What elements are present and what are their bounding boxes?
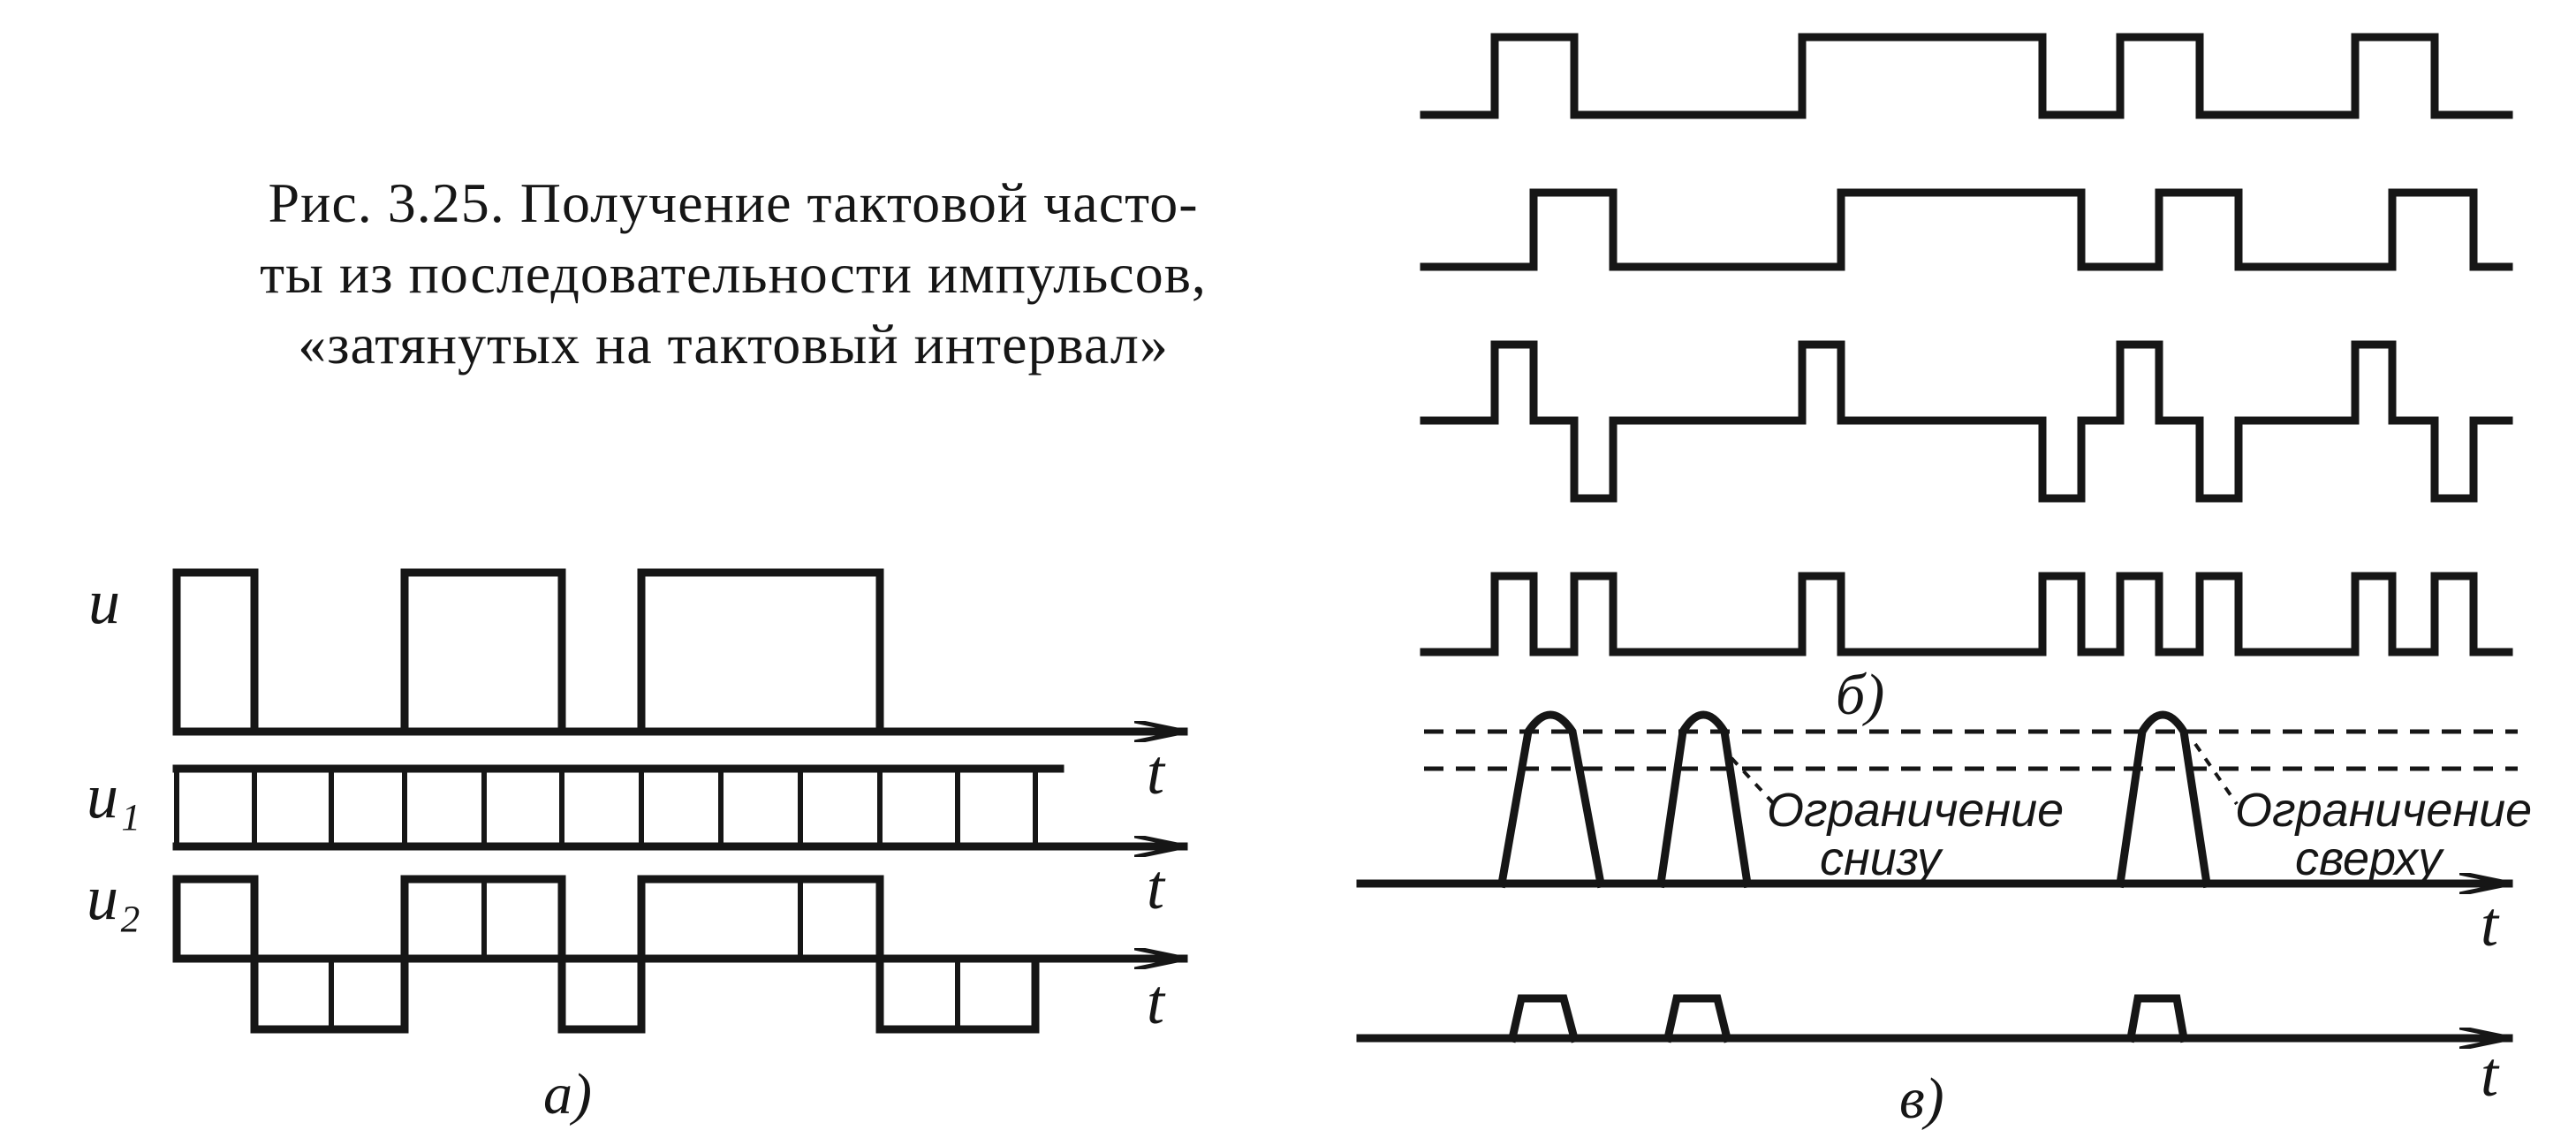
signal-u-label: u (88, 566, 120, 637)
lower-limit-leader (1730, 756, 1777, 808)
upper-limit-leader (2193, 742, 2239, 806)
v-pulses (1496, 710, 2212, 889)
signal-u1-label: u₁ (87, 761, 140, 831)
panel-b: б) (1420, 33, 2513, 727)
panel-a-label: а) (543, 1062, 592, 1127)
panel-a: u t u₁ t u₂ t а) (87, 566, 1188, 1127)
note-upper-line-2: сверху (2295, 832, 2444, 885)
signal-u2-label: u₂ (87, 862, 140, 933)
signal-u1-clock-grid (172, 764, 1064, 846)
v-axis-t-label-2: t (2481, 1039, 2500, 1110)
u1-axis-t-label: t (1147, 852, 1166, 922)
figure-caption: Рис. 3.25. Получение тактовой часто- ты … (177, 168, 1290, 380)
caption-line-1: Рис. 3.25. Получение тактовой часто- (268, 171, 1199, 234)
b-wave-1 (1420, 33, 2513, 119)
panel-b-label: б) (1836, 663, 1884, 727)
signal-u2-grid (329, 879, 960, 1029)
u-axis-t-label: t (1147, 737, 1166, 808)
note-lower-line-2: снизу (1820, 832, 1943, 885)
u2-axis-t-label: t (1147, 967, 1166, 1037)
v-axis-t-label-1: t (2481, 889, 2500, 960)
panel-v-label: в) (1899, 1066, 1944, 1131)
signal-u-wave (172, 568, 884, 736)
caption-line-3: «затянутых на тактовый интервал» (298, 313, 1169, 376)
b-wave-difference (1420, 340, 2513, 503)
note-lower-line-1: Ограничение (1767, 784, 2064, 837)
note-upper-line-1: Ограничение (2235, 784, 2532, 837)
panel-v: Ограничение снизу Ограничение сверху t t… (1356, 710, 2532, 1131)
v-clipped-pulses (1507, 994, 2189, 1043)
signal-u2-wave (172, 875, 1040, 1034)
b-wave-2 (1420, 188, 2513, 271)
caption-line-2: ты из последовательности импульсов, (260, 242, 1207, 305)
b-wave-rectified (1420, 572, 2513, 656)
